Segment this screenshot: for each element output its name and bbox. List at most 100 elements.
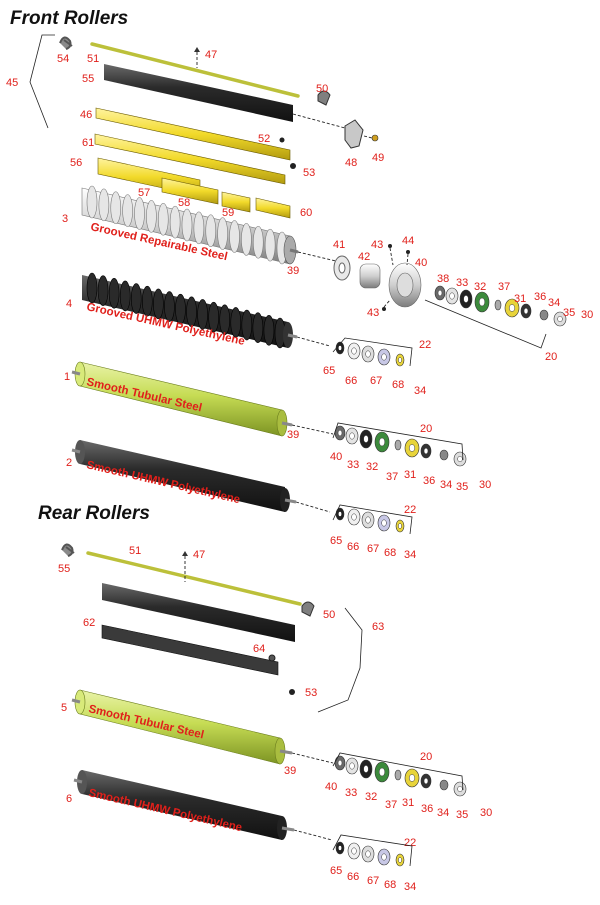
rear-bracket-assembly (61, 543, 363, 713)
kit-part-bore (423, 447, 429, 455)
callout-55: 55 (82, 73, 94, 85)
kit-part-bore (363, 435, 369, 443)
roller-smooth-steel-rear (71, 689, 293, 765)
kit-bracket (332, 504, 413, 535)
callout-68: 68 (384, 879, 396, 891)
kit-part-bore (523, 307, 529, 315)
groove-ring (141, 285, 153, 317)
callout-3: 3 (62, 213, 68, 225)
scraper-segment-59 (221, 191, 251, 213)
kit-part-bore (398, 523, 402, 529)
rear-rollers-title: Rear Rollers (38, 503, 150, 524)
groove-ring (241, 223, 252, 256)
callout-65: 65 (330, 865, 342, 877)
front-rollers-title: Front Rollers (10, 8, 128, 29)
kit-part-bore (365, 516, 371, 524)
bearing-kit-20-rear (334, 755, 467, 797)
kit-part (539, 309, 549, 321)
grooved-steel-end-parts (333, 244, 422, 311)
kit-part-bore (398, 357, 402, 363)
callout-61: 61 (82, 137, 94, 149)
scraper-comb-61 (94, 133, 286, 185)
callout-32: 32 (474, 281, 486, 293)
groove-ring (134, 197, 145, 230)
kit-part (439, 449, 449, 461)
callout-56: 56 (70, 157, 82, 169)
kit-part-bore (381, 519, 387, 527)
pin-rear-icon (182, 551, 188, 556)
callout-66: 66 (347, 541, 359, 553)
callout-64: 64 (253, 643, 265, 655)
scraper-segment-58 (161, 177, 219, 205)
callout-34: 34 (404, 881, 416, 893)
bracket-63-outline (317, 607, 363, 713)
kit-part-bore (398, 857, 402, 863)
callout-67: 67 (367, 875, 379, 887)
callout-45: 45 (6, 77, 18, 89)
callout-40: 40 (415, 257, 427, 269)
kit-part (494, 299, 502, 311)
callout-39: 39 (287, 265, 299, 277)
groove-ring (97, 275, 109, 306)
callout-30: 30 (581, 309, 593, 321)
groove-ring (175, 293, 186, 325)
kit-part-bore (463, 295, 469, 303)
screw-64-icon (268, 654, 276, 662)
roller-smooth-uhmw-rear (73, 770, 295, 840)
callout-32: 32 (366, 461, 378, 473)
callout-22: 22 (419, 339, 431, 351)
callout-36: 36 (421, 803, 433, 815)
roller-grooved-uhmw (82, 272, 298, 349)
groove-ring (157, 202, 169, 236)
callout-47: 47 (193, 549, 205, 561)
callout-38: 38 (437, 273, 449, 285)
kit-part-bore (457, 455, 463, 463)
seal-kit-22-c (335, 841, 405, 867)
front-bracket-assembly (29, 34, 379, 219)
groove-ring (241, 309, 253, 341)
callout-22: 22 (404, 837, 416, 849)
callout-59: 59 (222, 207, 234, 219)
callout-41: 41 (333, 239, 345, 251)
groove-ring (208, 301, 219, 333)
groove-ring (181, 208, 193, 242)
kit-part-bore (437, 289, 443, 297)
callout-58: 58 (178, 197, 190, 209)
bracket-45-outline (29, 34, 55, 129)
callout-36: 36 (534, 291, 546, 303)
bracket-50-icon (317, 90, 331, 106)
callout-33: 33 (456, 277, 468, 289)
groove-ring (164, 291, 175, 322)
callout-37: 37 (385, 799, 397, 811)
callout-49: 49 (372, 152, 384, 164)
groove-ring (219, 304, 231, 336)
bracket-48-icon (344, 119, 364, 149)
callout-40: 40 (330, 451, 342, 463)
groove-ring (217, 217, 228, 250)
callout-34: 34 (404, 549, 416, 561)
kit-part (439, 779, 449, 791)
groove-ring (197, 299, 208, 330)
groove-ring (230, 307, 242, 338)
rod-51 (90, 42, 300, 98)
callout-2: 2 (66, 457, 72, 469)
callout-30: 30 (479, 479, 491, 491)
spring-clip-rear-icon (61, 543, 75, 557)
scraper-62 (101, 624, 279, 676)
callout-43: 43 (367, 307, 379, 319)
callout-50: 50 (323, 609, 335, 621)
callout-30: 30 (480, 807, 492, 819)
callout-6: 6 (66, 793, 72, 805)
callout-31: 31 (404, 469, 416, 481)
kit-part-bore (337, 429, 343, 437)
callout-36: 36 (423, 475, 435, 487)
callout-33: 33 (345, 787, 357, 799)
groove-ring (169, 205, 181, 239)
bar-rear (102, 583, 295, 642)
callout-65: 65 (330, 535, 342, 547)
groove-ring (263, 315, 275, 346)
groove-ring (146, 200, 157, 233)
callout-55: 55 (58, 563, 70, 575)
callout-34: 34 (548, 297, 560, 309)
